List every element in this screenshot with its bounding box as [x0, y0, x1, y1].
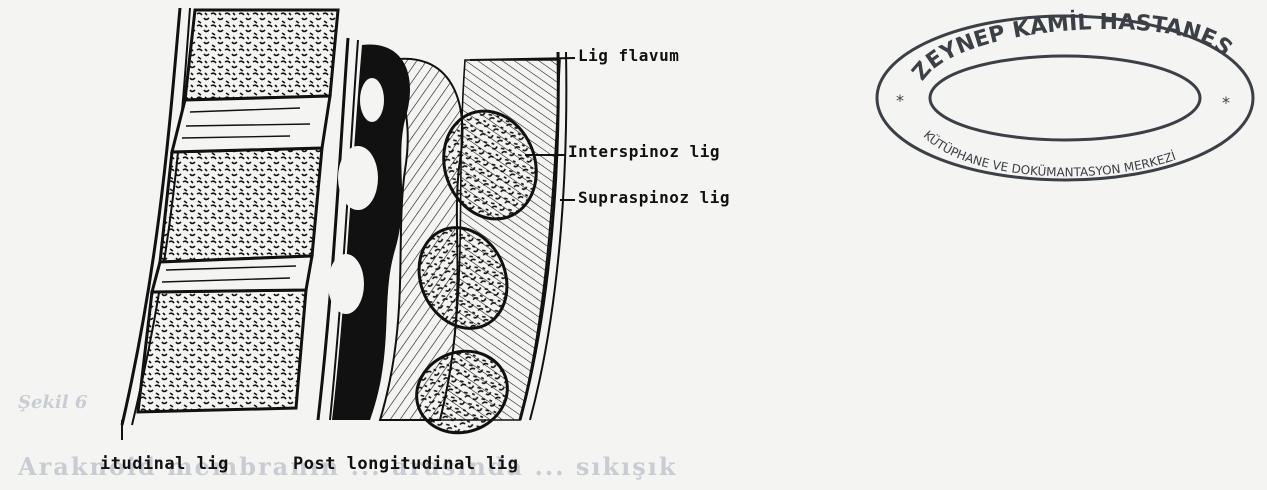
foramen-hole — [328, 254, 364, 314]
label-anterior-longitudinal-lig: itudinal lig — [100, 454, 229, 474]
foramen-hole — [360, 78, 384, 122]
library-stamp: ZEYNEP KAMİL HASTANESİ KÜTÜPHANE VE DOKÜ… — [860, 0, 1260, 200]
stamp-top-text: ZEYNEP KAMİL HASTANESİ — [860, 0, 1237, 86]
label-supraspinoz-lig: Supraspinoz lig — [578, 188, 730, 207]
label-lig-flavum: Lig flavum — [578, 46, 679, 65]
stamp-bottom-text: KÜTÜPHANE VE DOKÜMANTASYON MERKEZİ — [921, 128, 1178, 179]
foramen-hole — [338, 146, 378, 210]
stamp-star-right: * — [1222, 93, 1230, 112]
label-interspinoz-lig: Interspinoz lig — [568, 142, 720, 161]
vertebral-bodies — [138, 10, 338, 412]
stamp-star-left: * — [896, 91, 904, 110]
label-posterior-longitudinal-lig: Post longitudinal lig — [293, 454, 518, 474]
spine-ligament-diagram — [0, 0, 760, 490]
